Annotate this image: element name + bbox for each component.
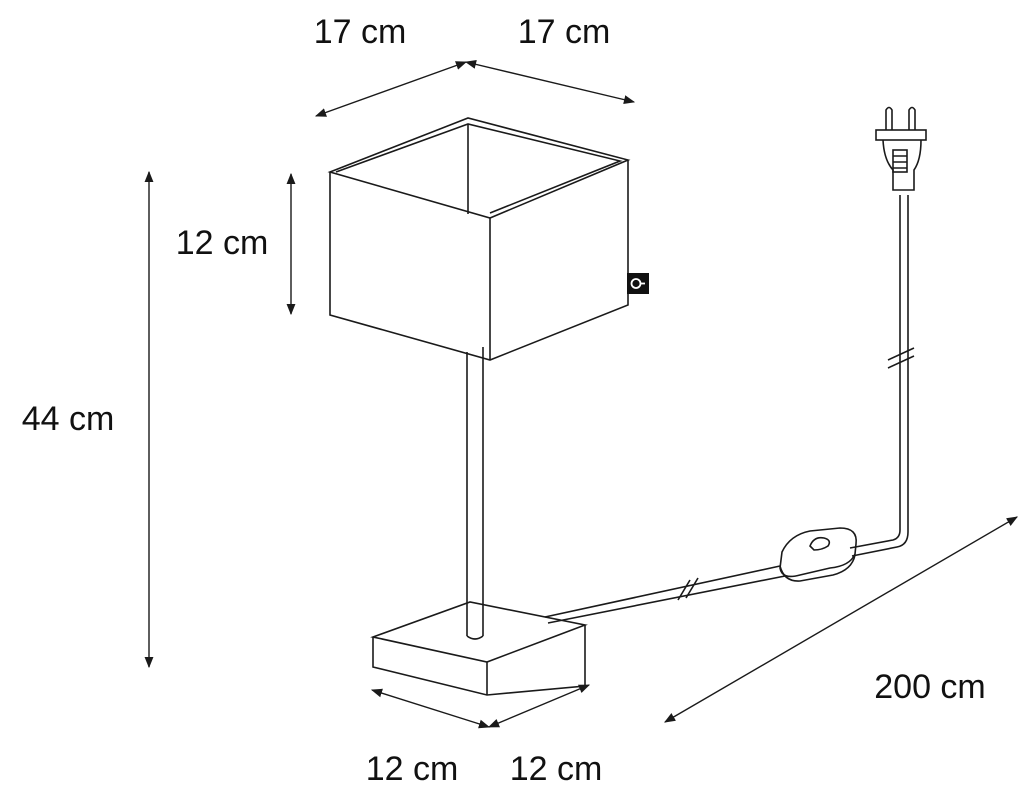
shade-width-label: 17 cm xyxy=(314,13,407,51)
lamp-shade xyxy=(327,117,631,361)
plug-icon xyxy=(875,106,927,191)
cord-length-label: 200 cm xyxy=(874,668,986,706)
lamp-stem xyxy=(466,347,484,640)
shade-height-label: 12 cm xyxy=(176,224,269,262)
inline-switch-icon xyxy=(779,527,857,582)
base-depth-label: 12 cm xyxy=(510,750,603,788)
power-cord xyxy=(544,195,915,624)
base-width-label: 12 cm xyxy=(366,750,459,788)
light-source-icon xyxy=(627,273,649,294)
total-height-label: 44 cm xyxy=(22,400,115,438)
dimension-lines xyxy=(144,59,1018,729)
shade-depth-label: 17 cm xyxy=(518,13,611,51)
